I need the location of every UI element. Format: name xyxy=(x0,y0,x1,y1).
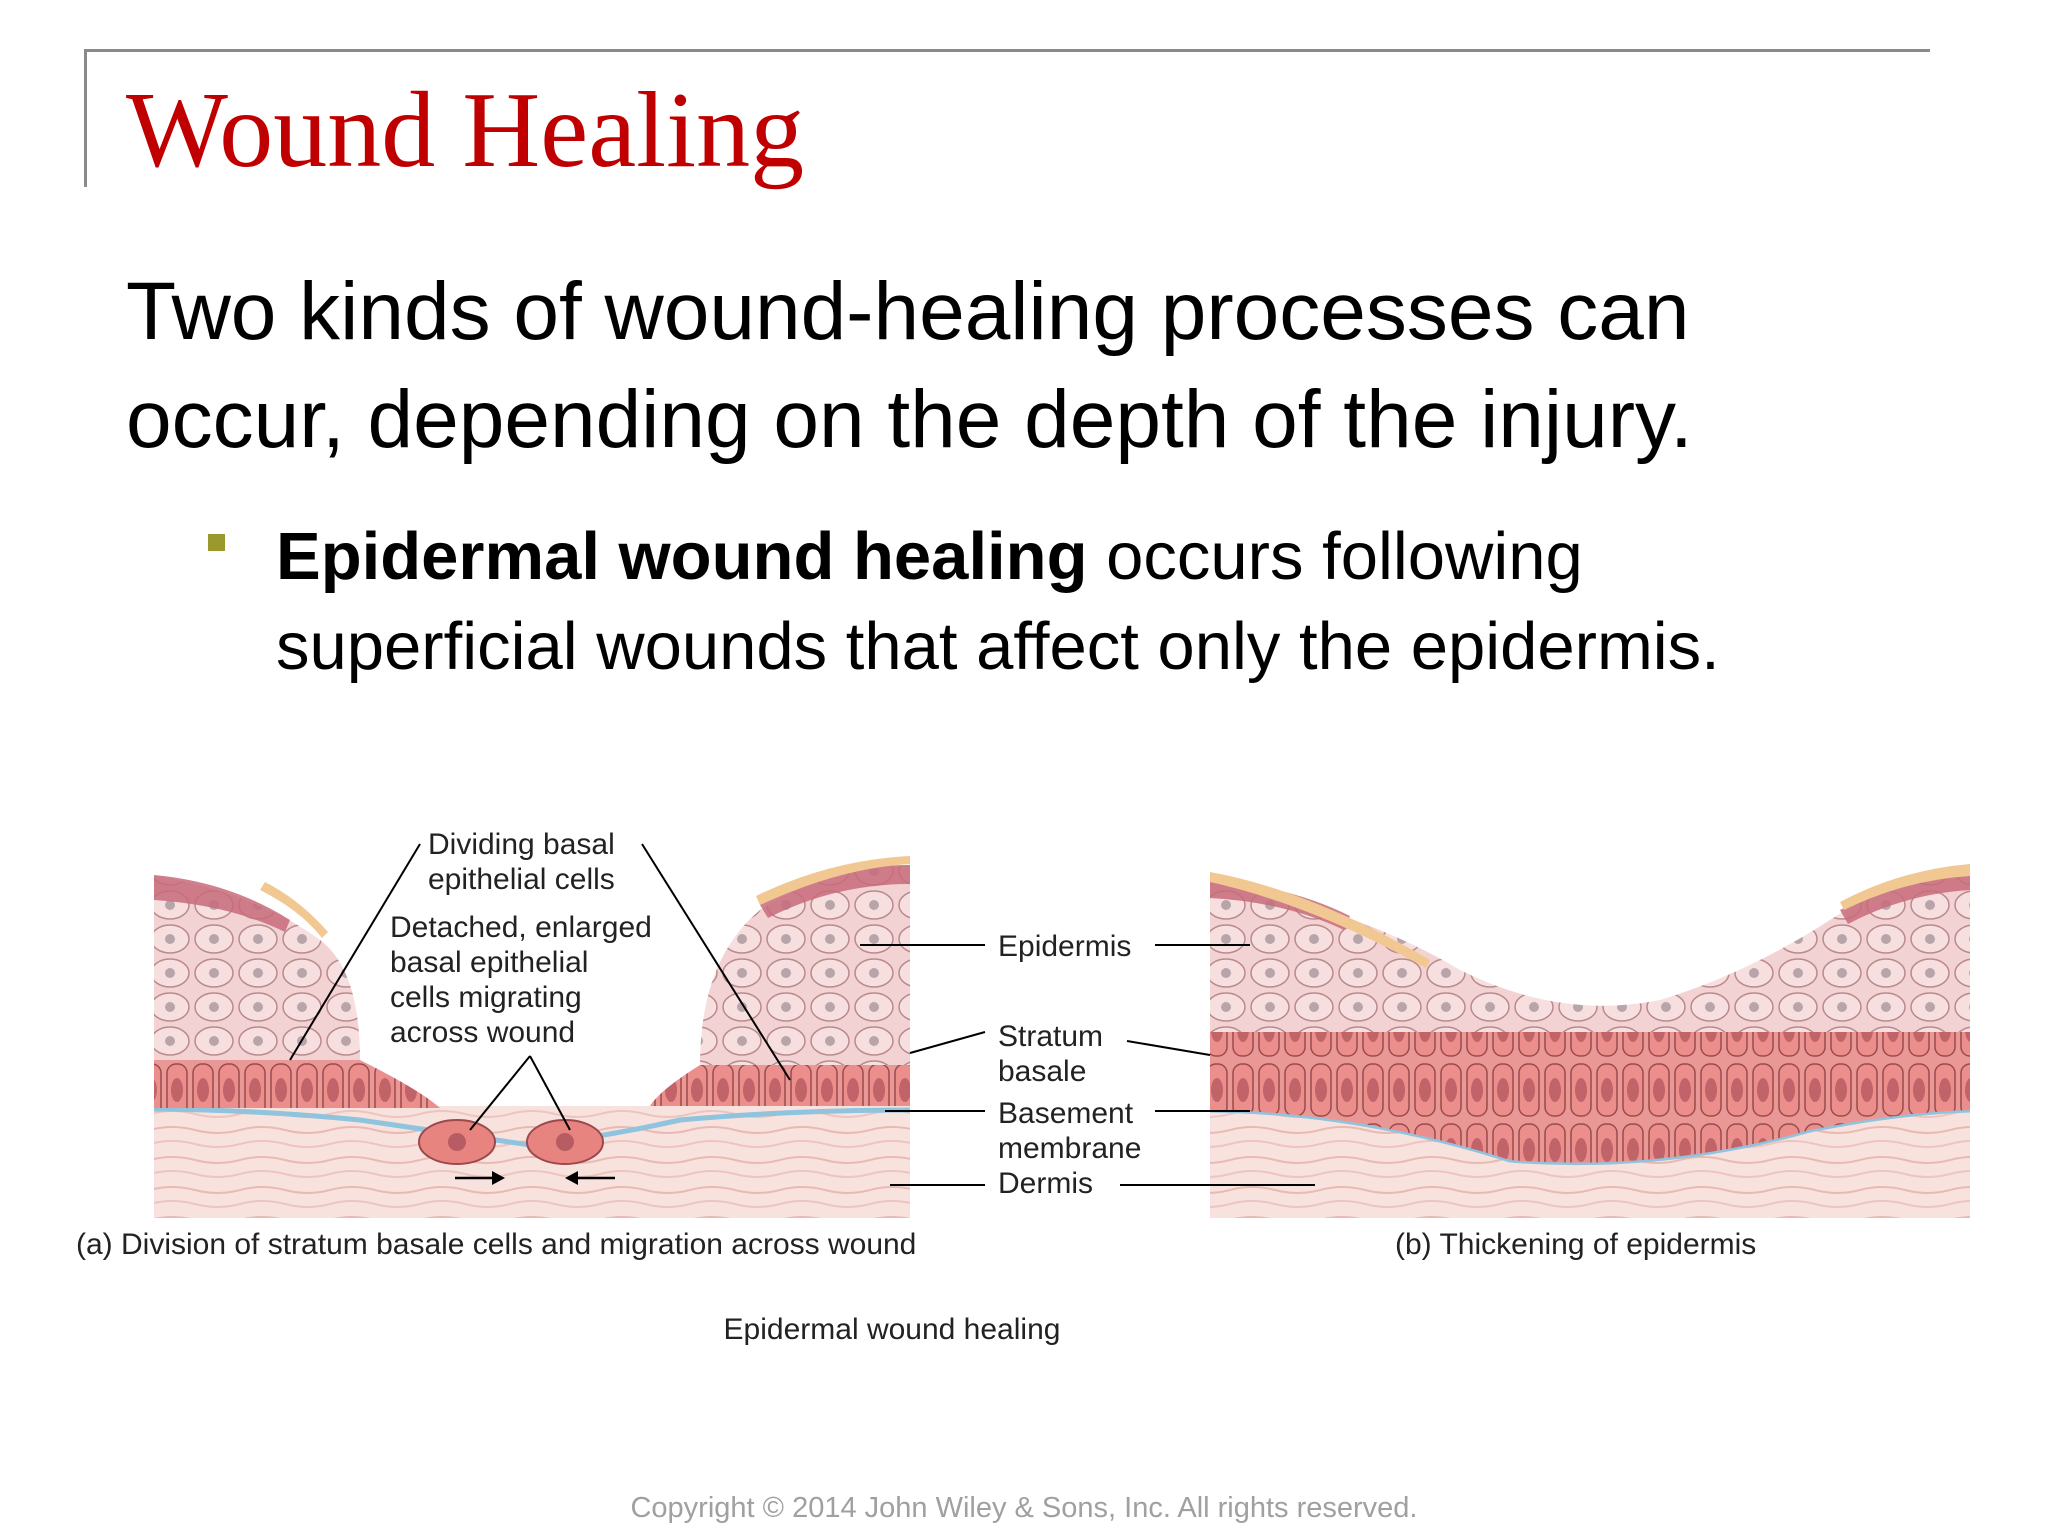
bullet-line-2: superficial wounds that affect only the … xyxy=(276,609,1720,684)
label-detached-line-2: basal epithelial xyxy=(390,946,588,979)
bullet-item: Epidermal wound healing occurs following… xyxy=(276,512,1976,692)
panel-a-migrating-cell-left-nucleus xyxy=(448,1133,466,1151)
bullet-bold-term: Epidermal wound healing xyxy=(276,519,1088,594)
slide-title: Wound Healing xyxy=(126,71,805,190)
leader-detached-right xyxy=(529,1055,571,1131)
panel-a-arrow-left-head xyxy=(565,1171,578,1185)
leader-dividing-right xyxy=(641,843,791,1081)
panel-a-right-epidermis xyxy=(700,865,910,1065)
slide-frame-top-rule xyxy=(84,49,1930,52)
panel-a-illustration xyxy=(153,856,911,1218)
slide-frame-left-rule xyxy=(84,49,87,187)
panel-a-right-basal-layer xyxy=(650,1065,910,1106)
leader-stratum-right xyxy=(1126,1040,1211,1056)
panel-a-arrow-right-head xyxy=(492,1171,505,1185)
label-basement-line-2: membrane xyxy=(998,1132,1141,1165)
panel-a-right-surface-cells xyxy=(760,865,910,918)
leader-dividing-left xyxy=(289,843,421,1061)
panel-b-keratin-left xyxy=(1210,872,1430,968)
label-dermis: Dermis xyxy=(998,1167,1093,1200)
panel-a-left-epidermis xyxy=(154,875,360,1060)
panel-a-keratin-right xyxy=(756,856,910,905)
slide-body-text: Two kinds of wound-healing processes can… xyxy=(126,258,1946,474)
caption-panel-a: (a) Division of stratum basale cells and… xyxy=(76,1228,916,1261)
panel-a-migrating-cell-right-nucleus xyxy=(556,1133,574,1151)
panel-a-dermis xyxy=(154,1106,910,1218)
panel-b-illustration xyxy=(1209,864,1971,1218)
panel-b-epidermis xyxy=(1210,872,1970,1032)
leader-detached-left xyxy=(469,1055,531,1131)
copyright-footer: Copyright © 2014 John Wiley & Sons, Inc.… xyxy=(630,1492,1418,1524)
label-dividing-line-1: Dividing basal xyxy=(428,828,615,861)
caption-panel-b: (b) Thickening of epidermis xyxy=(1395,1228,1756,1261)
panel-b-left-surface-cells xyxy=(1210,880,1350,930)
label-detached-line-1: Detached, enlarged xyxy=(390,911,652,944)
panel-b-keratin-right xyxy=(1840,864,1970,910)
label-detached-line-3: cells migrating xyxy=(390,981,582,1014)
label-stratum-line-2: basale xyxy=(998,1055,1086,1088)
bullet-marker-icon xyxy=(208,534,225,551)
bullet-rest-text: occurs following xyxy=(1087,519,1583,594)
bullet-line-1: Epidermal wound healing occurs following xyxy=(276,512,1976,602)
label-detached-line-4: across wound xyxy=(390,1016,575,1049)
panel-b-basal-layer xyxy=(1210,1030,1970,1163)
label-epidermis: Epidermis xyxy=(998,930,1131,963)
caption-main: Epidermal wound healing xyxy=(724,1313,1061,1346)
panel-a-keratin-left xyxy=(260,882,328,938)
panel-a-left-surface-cells xyxy=(154,875,290,932)
epidermal-wound-healing-figure: Dividing basal epithelial cells Detached… xyxy=(76,828,1971,1346)
body-line-1: Two kinds of wound-healing processes can xyxy=(126,266,1690,357)
figure-leader-lines xyxy=(289,843,1315,1186)
label-dividing-line-2: epithelial cells xyxy=(428,863,615,896)
label-basement-line-1: Basement xyxy=(998,1097,1134,1130)
panel-b-right-surface-cells xyxy=(1840,872,1970,924)
body-line-2: occur, depending on the depth of the inj… xyxy=(126,374,1693,465)
leader-stratum-left xyxy=(909,1031,986,1054)
panel-a-left-basal-layer xyxy=(154,875,440,1108)
label-stratum-line-1: Stratum xyxy=(998,1020,1103,1053)
